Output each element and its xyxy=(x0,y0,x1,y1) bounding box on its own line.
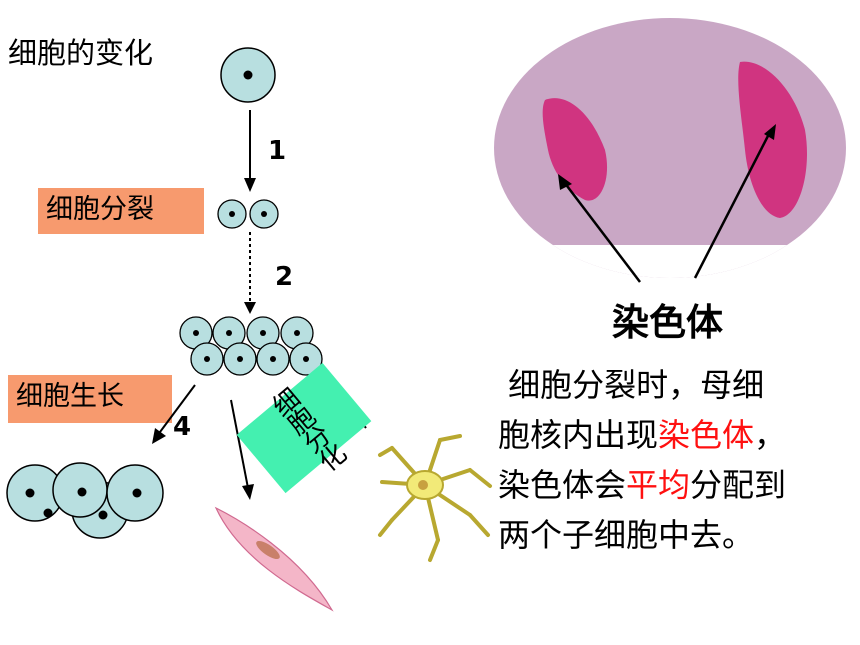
desc-line-1: 细胞分裂时，母细 xyxy=(498,366,765,404)
arrow-step-2 xyxy=(244,232,256,314)
arrow-to-muscle-cell xyxy=(230,399,254,500)
step-4-label: 4 xyxy=(173,412,192,442)
step-2-label: 2 xyxy=(275,262,294,292)
step-1-label: 1 xyxy=(268,136,287,166)
chromosome-micrograph xyxy=(494,18,846,283)
cell-cluster xyxy=(179,316,323,376)
page-title: 细胞的变化 xyxy=(8,36,154,70)
label-cell-division: 细胞分裂 xyxy=(38,188,204,234)
desc-line-2: 胞核内出现染色体， xyxy=(498,416,787,454)
single-cell xyxy=(220,47,276,103)
arrow-step-1 xyxy=(244,110,256,192)
grown-cells xyxy=(6,462,164,539)
two-cells xyxy=(217,199,279,229)
desc-line-4: 两个子细胞中去。 xyxy=(498,516,755,554)
description-text: 细胞分裂时，母细 胞核内出现染色体， 染色体会平均分配到 两个子细胞中去。 xyxy=(498,360,848,560)
muscle-cell xyxy=(214,506,334,612)
desc-line-3: 染色体会平均分配到 xyxy=(498,466,787,504)
highlight-chromosome: 染色体 xyxy=(658,416,755,454)
chromosome-label: 染色体 xyxy=(612,301,723,344)
highlight-evenly: 平均 xyxy=(626,466,691,504)
arrow-step-4 xyxy=(152,384,196,444)
neuron-cell xyxy=(378,434,492,562)
label-cell-growth: 细胞生长 xyxy=(8,375,172,423)
